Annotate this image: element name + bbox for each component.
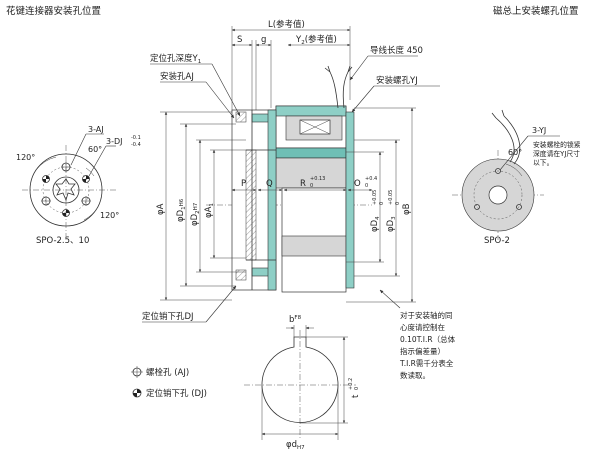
callout-yj: 安装螺孔YJ — [376, 75, 418, 86]
dim-b-f8: bF8 — [289, 315, 302, 325]
dim-s: S — [237, 35, 242, 45]
main-section-view: L(参考值) S g Y2(参考值) — [142, 19, 457, 380]
dim-o-tol-dn: 0 — [365, 183, 368, 189]
dim-p: P — [241, 179, 246, 189]
caption-left: SPO-2.5、10 — [36, 236, 89, 246]
concentricity-note: 对于安装轴的同 心度请控制在 0.10T.I.R（总体 指示偏差量） T.I.R… — [399, 310, 457, 380]
dim-r-tol-dn: 0 — [310, 183, 313, 189]
dim-o: O — [354, 179, 361, 189]
dim-phi-b: φB — [402, 203, 412, 215]
legend-pin: 定位销下孔 (DJ) — [146, 388, 207, 399]
label-3-yj: 3-YJ — [532, 126, 546, 135]
dim-l: L(参考值) — [268, 19, 305, 30]
callout-y1: 定位孔深度Y1 — [150, 53, 201, 65]
dim-g: g — [261, 35, 266, 45]
dim-t: t — [351, 394, 361, 398]
caption-right: SPO-2 — [484, 236, 510, 246]
legend-bolt: 螺栓孔 (AJ) — [146, 367, 189, 378]
dim-phi-d4: φD4 — [370, 216, 381, 232]
left-end-view: 3-AJ 3-DJ -0.1 -0.4 120° 60° 120° SPO-2.… — [16, 125, 141, 246]
dim-phi-a: φA — [156, 203, 166, 215]
bolt-hole-aj — [61, 162, 71, 172]
pin-hole-legend-icon — [132, 388, 142, 398]
dj-tol-dn: -0.4 — [131, 142, 141, 148]
pin-hole-dj — [62, 209, 70, 217]
dim-t-tol-up: +0.2 — [348, 378, 354, 390]
dim-phi-a1: φA1 — [204, 203, 215, 218]
angle-60-right: 60° — [508, 148, 522, 157]
dim-phi-d1: φD1H6 — [176, 198, 187, 222]
dim-y2: Y2(参考值) — [295, 34, 337, 46]
bolt-hole-aj — [81, 196, 91, 206]
dj-tol-up: -0.1 — [131, 135, 141, 141]
dim-t-tol-dn: 0 — [354, 387, 360, 390]
pin-hole-dj — [82, 175, 90, 183]
bolt-hole-aj — [41, 196, 51, 206]
dim-phi-d4-tol-dn: 0 — [379, 202, 385, 205]
callout-dj: 定位销下孔DJ — [142, 311, 194, 322]
dim-phi-d: φdH7 — [286, 440, 305, 451]
dim-q: Q — [266, 179, 273, 189]
heading-right: 磁总上安装螺孔位置 — [493, 5, 579, 17]
angle-120-top: 120° — [16, 153, 35, 162]
bolt-hole-legend-icon — [131, 366, 143, 378]
dim-phi-d2: φD2H7 — [190, 202, 201, 226]
label-3-aj: 3-AJ — [88, 125, 104, 134]
angle-120-bottom: 120° — [100, 211, 119, 220]
dim-r: R — [300, 179, 306, 189]
legend: 螺栓孔 (AJ) 定位销下孔 (DJ) — [131, 366, 207, 399]
dim-phi-d3: φD3 — [386, 216, 397, 232]
dim-phi-d3-tol-up: +0.05 — [388, 190, 394, 205]
dim-phi-d3-tol-dn: 0 — [395, 202, 401, 205]
dim-o-tol-up: +0.4 — [365, 176, 377, 182]
right-end-view: 3-YJ 60° 安装螺栓的锁紧 深度请在YJ尺寸 以下。 SPO-2 — [452, 109, 583, 246]
label-3-dj: 3-DJ — [106, 137, 123, 146]
callout-aj: 安装孔AJ — [160, 71, 194, 82]
angle-60: 60° — [88, 145, 102, 154]
right-note: 安装螺栓的锁紧 深度请在YJ尺寸 以下。 — [533, 140, 583, 167]
dim-r-tol-up: +0.13 — [310, 176, 325, 182]
callout-lead-wire: 导线长度 450 — [370, 45, 423, 56]
pin-hole-dj — [42, 175, 50, 183]
shaft-keyway-view: bF8 t +0.2 0 φdH7 — [244, 315, 361, 451]
heading-left: 花键连接器安装孔位置 — [6, 5, 101, 17]
dim-phi-d4-tol-up: +0.05 — [372, 190, 378, 205]
